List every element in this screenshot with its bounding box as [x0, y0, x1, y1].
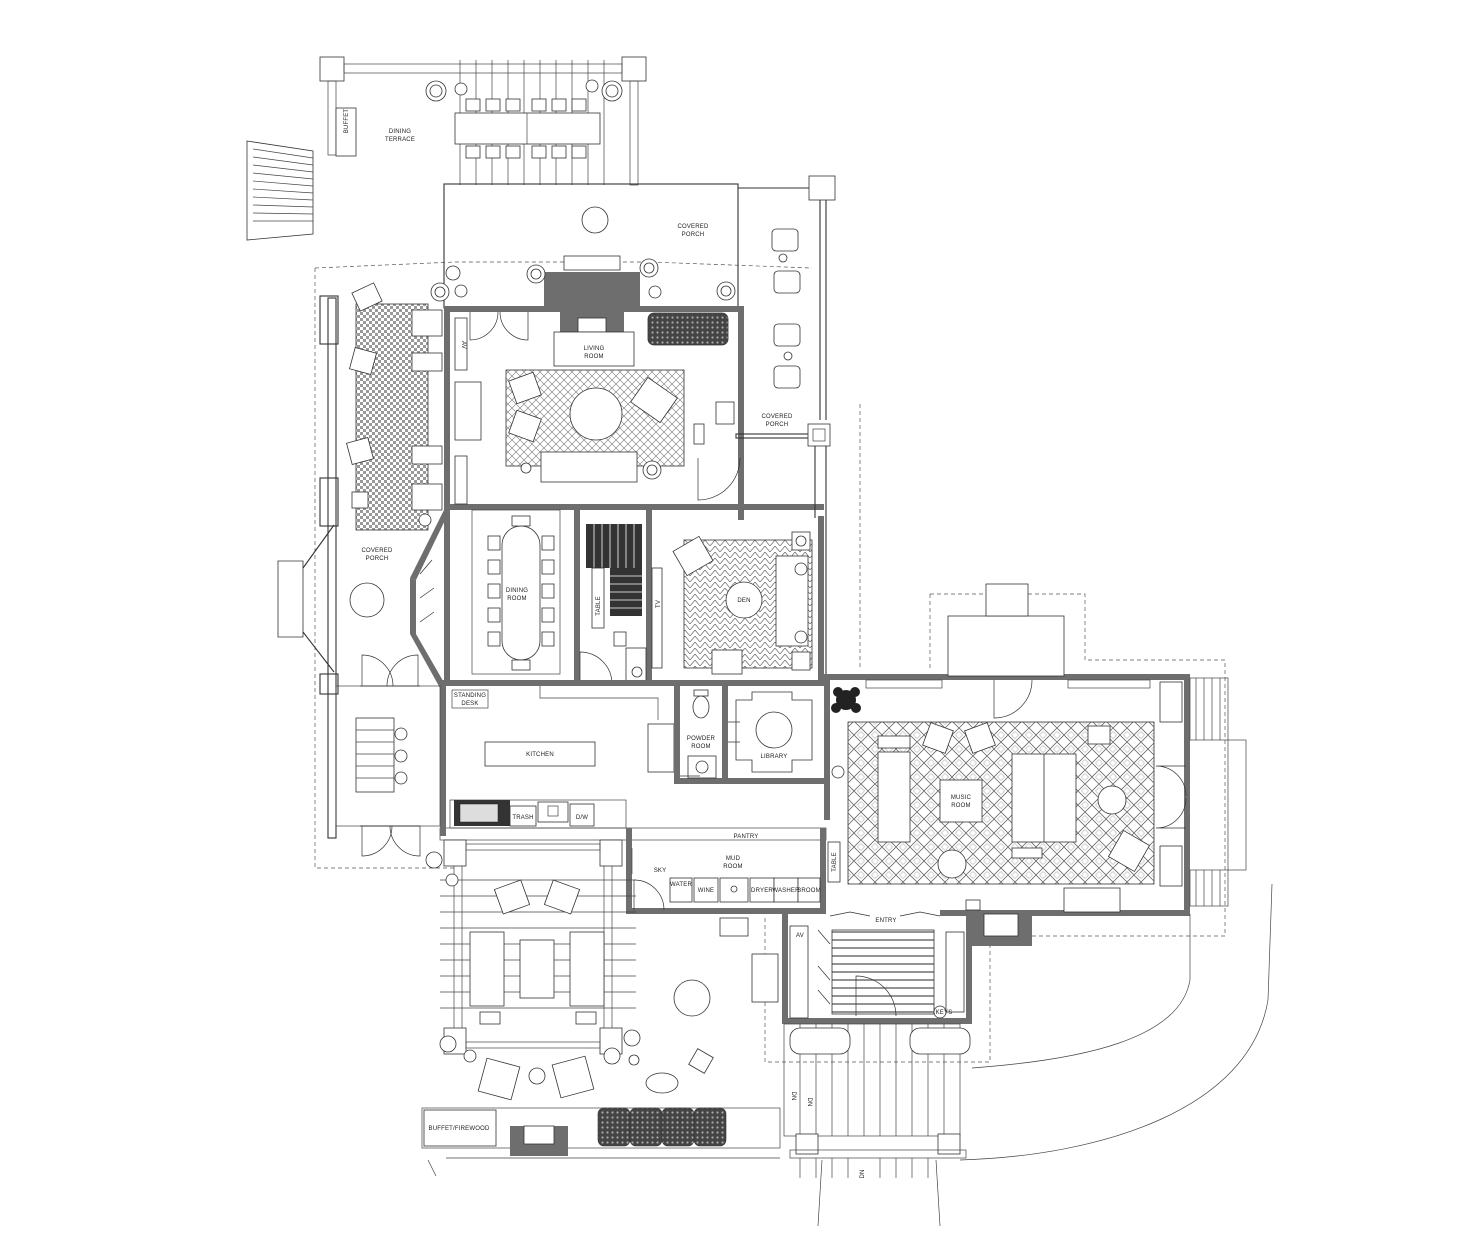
covered-porch-left-label-line1: COVERED	[361, 548, 393, 554]
standing-desk-label-line2: DESK	[461, 701, 478, 707]
covered-porch-left-label-line2: PORCH	[366, 556, 389, 562]
music-room-label-line1: MUSIC	[951, 795, 972, 801]
dw-label: D/W	[576, 815, 588, 821]
dn-label-1: DN	[790, 1091, 796, 1100]
dn-label-3: DN	[860, 1169, 866, 1178]
av-entry-label: AV	[796, 933, 804, 939]
tv-label: TV	[656, 600, 662, 608]
covered-porch-right-label-line1: COVERED	[761, 414, 793, 420]
trash-label: TRASH	[512, 815, 533, 821]
kitchen-label: KITCHEN	[526, 752, 554, 758]
av-living-label: AV	[460, 341, 466, 349]
dining-room-label-line2: ROOM	[507, 596, 526, 602]
dryer-label: DRYER	[751, 888, 773, 894]
sky-label: SKY	[654, 868, 667, 874]
powder-room-label-line2: ROOM	[691, 744, 710, 750]
water-label: WATER	[670, 882, 692, 888]
dining-terrace-label-line2: TERRACE	[385, 137, 415, 143]
wine-label: WINE	[698, 888, 714, 894]
buffet-label: BUFFET	[344, 109, 350, 134]
dining-terrace-label-line1: DINING	[389, 129, 411, 135]
covered-porch-top-label-line2: PORCH	[682, 232, 705, 238]
entry-label: ENTRY	[875, 918, 896, 924]
covered-porch-right-label-line2: PORCH	[766, 422, 789, 428]
pantry-label: PANTRY	[734, 834, 759, 840]
standing-desk-label-line1: STANDING	[454, 693, 486, 699]
music-room-label-line2: ROOM	[951, 803, 970, 809]
dining-room-label-line1: DINING	[506, 588, 528, 594]
mud-room-label-line1: MUD	[726, 856, 741, 862]
powder-room-label-line1: POWDER	[687, 736, 716, 742]
living-room-label-line2: ROOM	[584, 354, 603, 360]
table-stair-label: TABLE	[596, 596, 602, 616]
mud-room-label-line2: ROOM	[723, 864, 742, 870]
keys-label: KEYS	[936, 1010, 953, 1016]
entry-rug	[831, 929, 935, 1015]
den-label: DEN	[737, 598, 750, 604]
broom-label: BROOM	[797, 888, 821, 894]
library-label: LIBRARY	[761, 754, 788, 760]
table-music-label: TABLE	[832, 852, 838, 872]
living-room-label-line1: LIVING	[584, 346, 605, 352]
washer-label: WASHER	[772, 888, 800, 894]
buffet-firewood-label: BUFFET/FIREWOOD	[429, 1126, 490, 1132]
covered-porch-top-label-line1: COVERED	[677, 224, 709, 230]
dn-label-2: DN	[806, 1097, 812, 1106]
